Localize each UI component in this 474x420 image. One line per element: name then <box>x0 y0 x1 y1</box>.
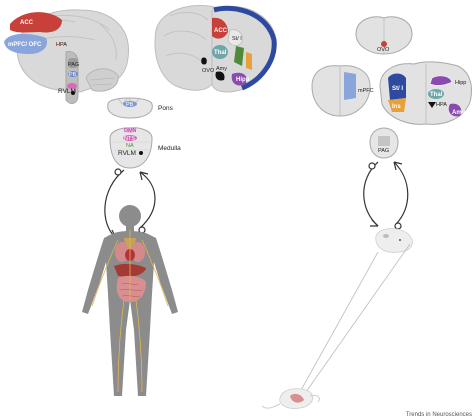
rodent-mouse-small <box>261 388 321 409</box>
medulla-rvlm-dot <box>139 151 143 155</box>
human-body <box>82 205 178 396</box>
rodent-ins-label: Ins <box>392 104 401 110</box>
brainstem-nuclei-region <box>67 83 77 89</box>
rodent-right-section: St/ I Ins Hipp Thal HPA Amy <box>379 61 472 125</box>
rodent-mouse-zoom <box>375 228 413 253</box>
coronal-ovo-label: OVO <box>202 68 215 74</box>
coronal-thal-region <box>212 45 228 59</box>
rodent-hipp-region <box>429 75 453 86</box>
coronal-black-region <box>201 57 207 65</box>
zoom-line-left <box>299 251 379 393</box>
rodent-ins-region <box>388 98 406 112</box>
rodent-pag-section: PAG <box>369 127 399 159</box>
mpfc-ofc-region <box>4 33 48 54</box>
pb-region <box>68 71 78 77</box>
rodent-origin-right <box>394 222 402 230</box>
pons-pb-region <box>123 101 137 107</box>
rodent-hpa-label: HPA <box>436 102 447 108</box>
rodent-thal-region <box>428 89 444 99</box>
mouse-ear-large <box>383 234 389 238</box>
pag-region <box>68 58 78 68</box>
zoom-line-right <box>305 243 411 393</box>
descending-arrow <box>104 169 125 239</box>
coronal-thal-label: Thal <box>214 50 227 56</box>
rodent-pag-region <box>378 136 390 146</box>
na-label: NA <box>126 143 134 149</box>
coronal-hipp-label: Hipp <box>236 77 250 83</box>
coronal-acc-label: ACC <box>214 28 228 34</box>
coronal-st-is-label: St/ I <box>232 36 242 42</box>
coronal-orange-region <box>246 52 252 70</box>
rodent-pag-label: PAG <box>378 148 389 154</box>
coronal-acc-region <box>212 17 228 39</box>
pons-pb-label: PB <box>126 102 134 108</box>
human-loop-arrows <box>104 168 156 239</box>
coronal-st-is-region <box>227 29 243 46</box>
human-coronal-brain: ACC St/ I Thal OVO Amy Hipp <box>154 5 277 93</box>
pons-section: PB Pons <box>107 97 174 119</box>
human-hpa-label: HPA <box>56 42 67 48</box>
dmn-label: DMN <box>124 128 137 134</box>
human-mpfc-ofc-label: mPFC/ OFC <box>8 42 42 48</box>
human-rvlm-label: RVLM <box>58 88 76 95</box>
ascending-arrowhead <box>139 171 149 181</box>
rodent-ovo-label: OVO <box>377 47 390 53</box>
rodent-descending-arrowhead <box>370 219 379 227</box>
human-pb-label: PB <box>69 72 77 78</box>
rodent-ascending-arrow <box>393 161 409 225</box>
rodent-ascending-arrowhead <box>393 161 403 171</box>
human-sagittal-brain: ACC mPFC/ OFC HPA PAG PB RVLM <box>4 9 129 104</box>
mouse-tail <box>261 403 281 409</box>
arrow-origin-left <box>114 168 122 176</box>
zoom-lines <box>299 243 411 393</box>
ascending-arrow <box>139 171 156 229</box>
medulla-detail <box>112 141 150 151</box>
coronal-amy-region <box>215 71 225 81</box>
cerebellum <box>85 68 119 92</box>
rodent-st-is-region <box>388 73 406 100</box>
rodent-amy-label: Amy <box>452 110 466 116</box>
mouse-head <box>309 395 321 403</box>
rodent-descending-arrow <box>363 161 379 227</box>
coronal-amy-label: Amy <box>216 66 227 72</box>
nts-region <box>123 135 137 141</box>
rodent-top-section: OVO <box>355 16 413 55</box>
rodent-thal-label: Thal <box>430 92 443 98</box>
pons-shape <box>107 97 153 119</box>
head <box>119 205 141 227</box>
rodent-mpfc-region <box>344 72 356 100</box>
mouse-eye-large <box>399 239 401 241</box>
rodent-amy-region <box>448 103 462 117</box>
human-pag-label: PAG <box>68 62 79 68</box>
dmn-region <box>124 127 136 133</box>
rodent-hipp-label: Hipp <box>455 80 466 86</box>
human-acc-label: ACC <box>20 20 34 26</box>
mouse-organs <box>290 393 304 403</box>
medulla-section: DMN NTS NA RVLM Medulla <box>109 127 181 169</box>
medulla-rvlm-label: RVLM <box>118 150 136 157</box>
rodent-ovo-region <box>381 41 387 47</box>
rodent-loop-arrows <box>363 161 409 230</box>
coronal-green-region <box>234 46 244 66</box>
pons-label: Pons <box>158 105 174 112</box>
medulla-label: Medulla <box>158 145 181 152</box>
rodent-st-is-label: St/ I <box>392 86 403 92</box>
rvlm-dot <box>71 91 75 95</box>
cerebellum-folia <box>89 77 115 86</box>
journal-credit: Trends in Neurosciences <box>406 412 472 418</box>
hpa-region <box>54 40 66 48</box>
neck <box>126 225 134 233</box>
peripheral-nerves <box>91 230 169 393</box>
pons-detail <box>117 97 141 105</box>
rodent-mpfc-label: mPFC <box>358 88 374 94</box>
intestine-folds <box>119 283 143 297</box>
coronal-hipp-region <box>231 72 248 86</box>
rodent-hpa-marker <box>428 102 436 108</box>
coronal-cortex-blue <box>213 5 277 91</box>
rodent-left-section: mPFC <box>311 65 374 117</box>
acc-region <box>10 12 62 33</box>
rodent-origin-left <box>368 162 376 170</box>
nts-label: NTS <box>124 136 135 142</box>
